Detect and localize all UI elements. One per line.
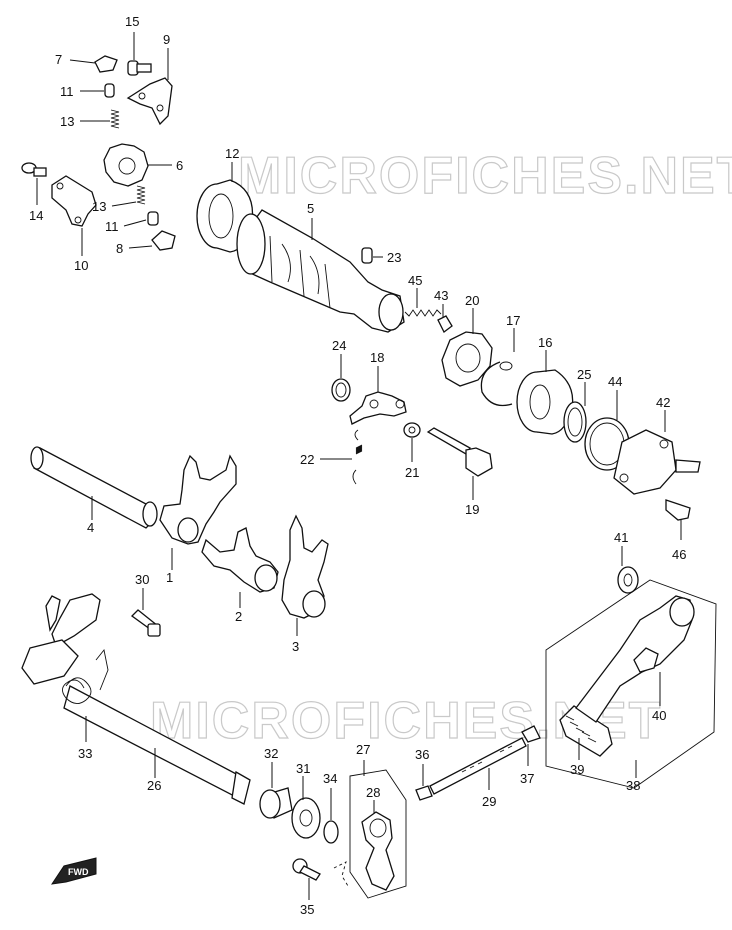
part-11-pin-top xyxy=(80,83,115,98)
callout-21: 21 xyxy=(405,465,419,480)
part-31-washer xyxy=(291,776,321,839)
callout-11b: 11 xyxy=(105,219,119,234)
part-15-bolt xyxy=(127,32,152,76)
callout-34: 34 xyxy=(323,771,337,786)
callout-30: 30 xyxy=(135,572,149,587)
callout-26: 26 xyxy=(147,778,161,793)
part-1-shift-fork xyxy=(159,454,237,570)
part-37-nut xyxy=(521,725,541,766)
part-10-plate xyxy=(51,175,97,256)
callout-42: 42 xyxy=(656,395,670,410)
callout-41: 41 xyxy=(614,530,628,545)
part-39-pedal-rubber xyxy=(559,705,613,760)
part-33-return-spring xyxy=(62,648,109,742)
part-14-screw xyxy=(21,162,47,205)
part-36-nut xyxy=(415,764,433,801)
callout-15: 15 xyxy=(125,14,139,29)
callout-5: 5 xyxy=(307,201,314,216)
part-27-lever-box xyxy=(349,760,407,899)
callout-20: 20 xyxy=(465,293,479,308)
fwd-arrow-badge: FWD xyxy=(50,857,97,885)
callout-12: 12 xyxy=(225,146,239,161)
callout-7: 7 xyxy=(55,52,62,67)
part-34-circlip xyxy=(323,788,339,844)
part-44-o-ring xyxy=(584,390,630,471)
callout-3: 3 xyxy=(292,639,299,654)
callout-23: 23 xyxy=(387,250,401,265)
part-32-oil-seal xyxy=(259,762,293,819)
part-40-gearshift-pedal xyxy=(575,595,695,723)
part-3-shift-fork xyxy=(281,514,329,636)
part-22-spring xyxy=(320,429,363,485)
part-35-bolt xyxy=(292,858,349,900)
part-20-cam xyxy=(441,308,493,387)
part-41-washer xyxy=(617,546,639,594)
part-6-star-cam xyxy=(103,143,172,187)
callout-25: 25 xyxy=(577,367,591,382)
callout-46: 46 xyxy=(672,547,686,562)
part-23-pin xyxy=(361,247,383,264)
part-26-gearshift-shaft xyxy=(21,593,251,805)
part-18-stopper-lever xyxy=(349,366,407,425)
callout-32: 32 xyxy=(264,746,278,761)
callout-45: 45 xyxy=(408,273,422,288)
part-11-pin-lower xyxy=(123,211,159,227)
part-9-bracket xyxy=(126,48,173,126)
part-29-tie-rod xyxy=(429,737,527,795)
callout-35: 35 xyxy=(300,902,314,917)
callout-6: 6 xyxy=(176,158,183,173)
callout-8: 8 xyxy=(116,241,123,256)
callout-9: 9 xyxy=(163,32,170,47)
part-8-cap xyxy=(128,230,176,251)
part-42-sensor-housing xyxy=(613,410,701,495)
callout-13b: 13 xyxy=(92,199,106,214)
part-21-washer xyxy=(403,422,421,462)
part-13-spring-top xyxy=(80,109,120,129)
callout-1: 1 xyxy=(166,570,173,585)
callout-31: 31 xyxy=(296,761,310,776)
part-19-bolt xyxy=(426,427,493,500)
part-17-circlip xyxy=(480,328,515,407)
part-24-circlip xyxy=(331,354,351,402)
callout-39: 39 xyxy=(570,762,584,777)
callout-43: 43 xyxy=(434,288,448,303)
callout-11a: 11 xyxy=(60,84,74,99)
callout-22: 22 xyxy=(300,452,314,467)
callout-4: 4 xyxy=(87,520,94,535)
part-43-pin xyxy=(437,304,453,333)
part-4-fork-shaft xyxy=(30,446,158,529)
callout-17: 17 xyxy=(506,313,520,328)
callout-18: 18 xyxy=(370,350,384,365)
part-46-bolt xyxy=(665,499,691,540)
callout-24: 24 xyxy=(332,338,346,353)
callout-2: 2 xyxy=(235,609,242,624)
part-38-pedal-box xyxy=(545,579,717,789)
fwd-label: FWD xyxy=(68,867,89,877)
part-25-circlip xyxy=(563,382,587,443)
part-30-bolt xyxy=(131,588,161,637)
callout-38: 38 xyxy=(626,778,640,793)
part-7-cap xyxy=(69,55,118,73)
callout-36: 36 xyxy=(415,747,429,762)
callout-19: 19 xyxy=(465,502,479,517)
callout-27: 27 xyxy=(356,742,370,757)
callout-33: 33 xyxy=(78,746,92,761)
callout-16: 16 xyxy=(538,335,552,350)
part-2-shift-fork xyxy=(201,527,279,608)
callout-29: 29 xyxy=(482,794,496,809)
callout-37: 37 xyxy=(520,771,534,786)
watermark-top: MICROFICHES.NET xyxy=(238,147,732,205)
part-45-spring xyxy=(404,288,442,317)
part-13-spring-lower xyxy=(111,185,146,207)
part-5-shift-drum xyxy=(236,209,405,333)
callout-28: 28 xyxy=(366,785,380,800)
callout-10: 10 xyxy=(74,258,88,273)
callout-13a: 13 xyxy=(60,114,74,129)
callout-44: 44 xyxy=(608,374,622,389)
callout-14: 14 xyxy=(29,208,43,223)
callout-40: 40 xyxy=(652,708,666,723)
